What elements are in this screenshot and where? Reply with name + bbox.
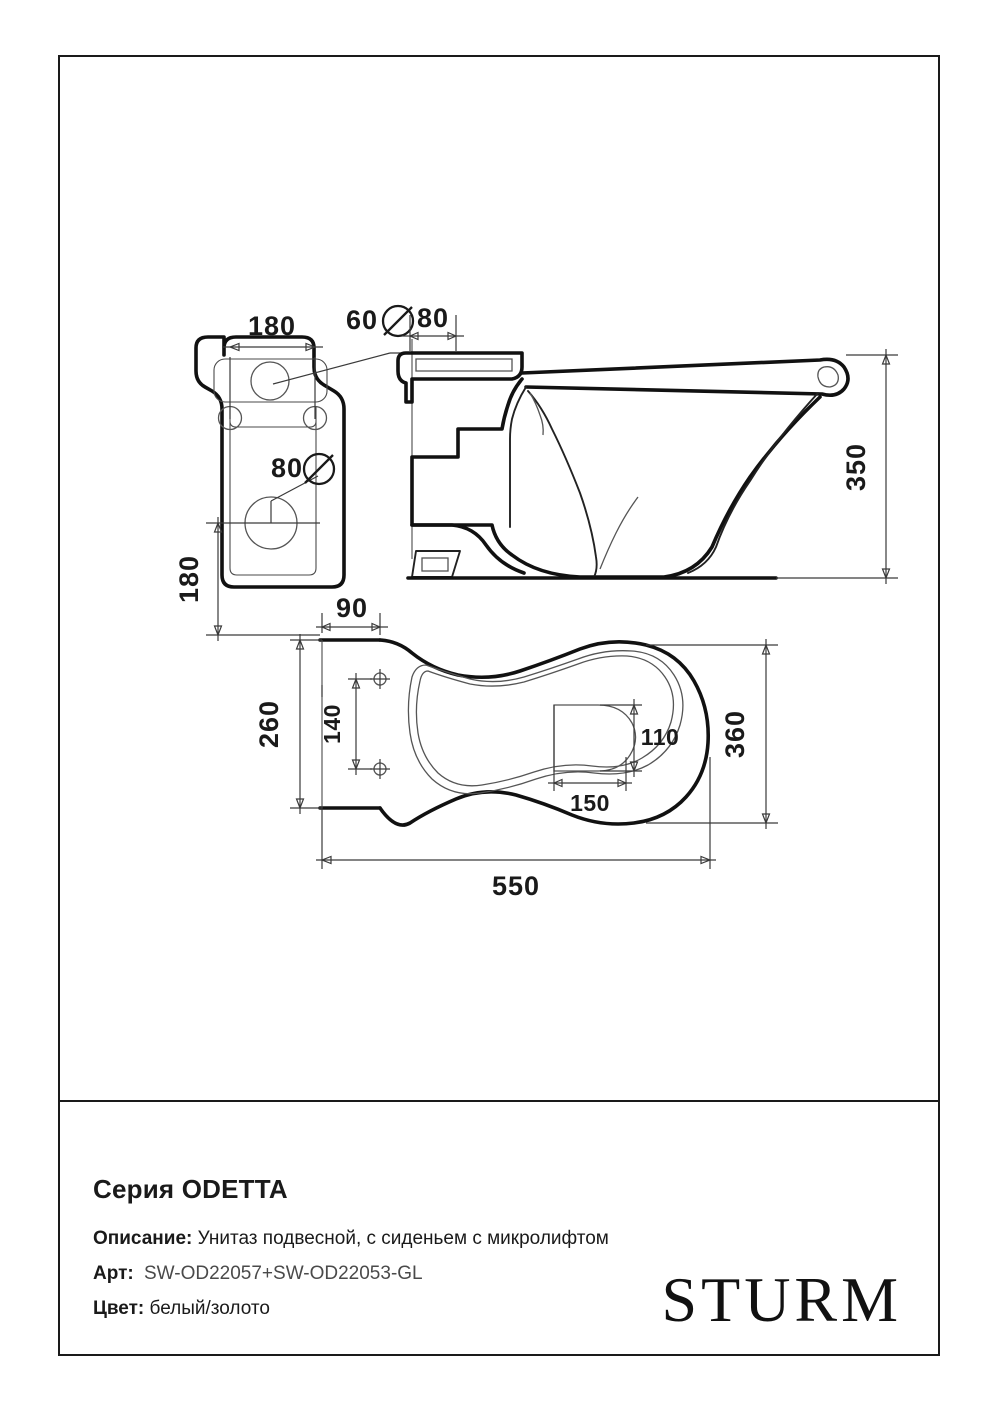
plan-top-view: 90 140 260 — [254, 593, 778, 901]
plan-bolt-hole-bottom — [370, 759, 390, 779]
dim-label-front-height-180: 180 — [174, 555, 204, 603]
spec-row-color: Цвет: белый/золото — [93, 1298, 270, 1321]
dim-label-plan-back-260: 260 — [254, 700, 284, 748]
dim-label-front-hole-60: 60 — [346, 305, 378, 335]
brand-logo: STURM — [661, 1264, 902, 1335]
dim-label-plan-opening-150: 150 — [570, 790, 610, 816]
dim-front-hole-60: 60 — [272, 304, 438, 385]
dim-label-side-depth-80: 80 — [417, 303, 449, 333]
description-value: Унитаз подвесной, с сиденьем с микролифт… — [197, 1228, 609, 1249]
dim-plan-opening-110: 110 — [600, 699, 679, 777]
title-block-divider — [60, 1100, 938, 1102]
dim-plan-flange-90: 90 — [316, 593, 388, 697]
front-hole-60-circle — [250, 361, 290, 401]
dim-side-depth-80: 80 — [402, 303, 464, 351]
article-label: Арт: — [93, 1263, 134, 1284]
series-title: Серия ODETTA — [93, 1174, 288, 1204]
dim-plan-width-360: 360 — [646, 639, 778, 829]
technical-drawing-svg: 180 60 80 — [174, 303, 898, 901]
dim-front-width-180: 180 — [222, 311, 323, 419]
title-block: Серия ODETTA Описание: Унитаз подвесной,… — [60, 1100, 938, 1354]
front-mounting-view: 180 60 80 — [174, 304, 438, 641]
spec-row-description: Описание: Унитаз подвесной, с сиденьем с… — [93, 1228, 609, 1251]
dim-plan-bolt-140: 140 — [319, 673, 372, 775]
dim-plan-back-260: 260 — [254, 634, 322, 814]
side-section-view: 80 350 — [396, 303, 898, 584]
front-top-recess — [213, 358, 328, 403]
plan-outlet-opening — [553, 704, 637, 772]
description-label: Описание: — [93, 1228, 193, 1249]
dim-plan-opening-150: 150 — [548, 705, 632, 816]
dim-label-plan-flange-90: 90 — [336, 593, 368, 623]
article-value: SW-OD22057+SW-OD22053-GL — [144, 1263, 423, 1284]
front-lower-recess — [229, 407, 317, 576]
dim-label-front-width-180: 180 — [248, 311, 296, 341]
datasheet-border-frame: 180 60 80 — [58, 55, 940, 1356]
dim-label-plan-length-550: 550 — [492, 871, 540, 901]
diameter-symbol-80-icon — [302, 452, 336, 486]
dim-side-height-350: 350 — [776, 349, 898, 584]
dim-label-plan-opening-110: 110 — [641, 724, 680, 750]
diameter-symbol-60-icon — [381, 304, 415, 338]
spec-row-article: Арт: SW-OD22057+SW-OD22053-GL — [93, 1263, 423, 1286]
dim-front-height-180: 180 — [174, 517, 320, 641]
dim-label-plan-width-360: 360 — [720, 710, 750, 758]
drawing-area: 180 60 80 — [60, 57, 938, 1100]
color-value: белый/золото — [149, 1298, 270, 1319]
dim-label-side-height-350: 350 — [841, 443, 871, 491]
dim-label-plan-bolt-140: 140 — [319, 704, 345, 744]
color-label: Цвет: — [93, 1298, 145, 1319]
dim-front-hole-80: 80 — [270, 452, 336, 523]
dim-plan-length-550: 550 — [316, 757, 716, 901]
plan-bolt-hole-top — [370, 669, 390, 689]
dim-label-front-hole-80: 80 — [271, 453, 303, 483]
